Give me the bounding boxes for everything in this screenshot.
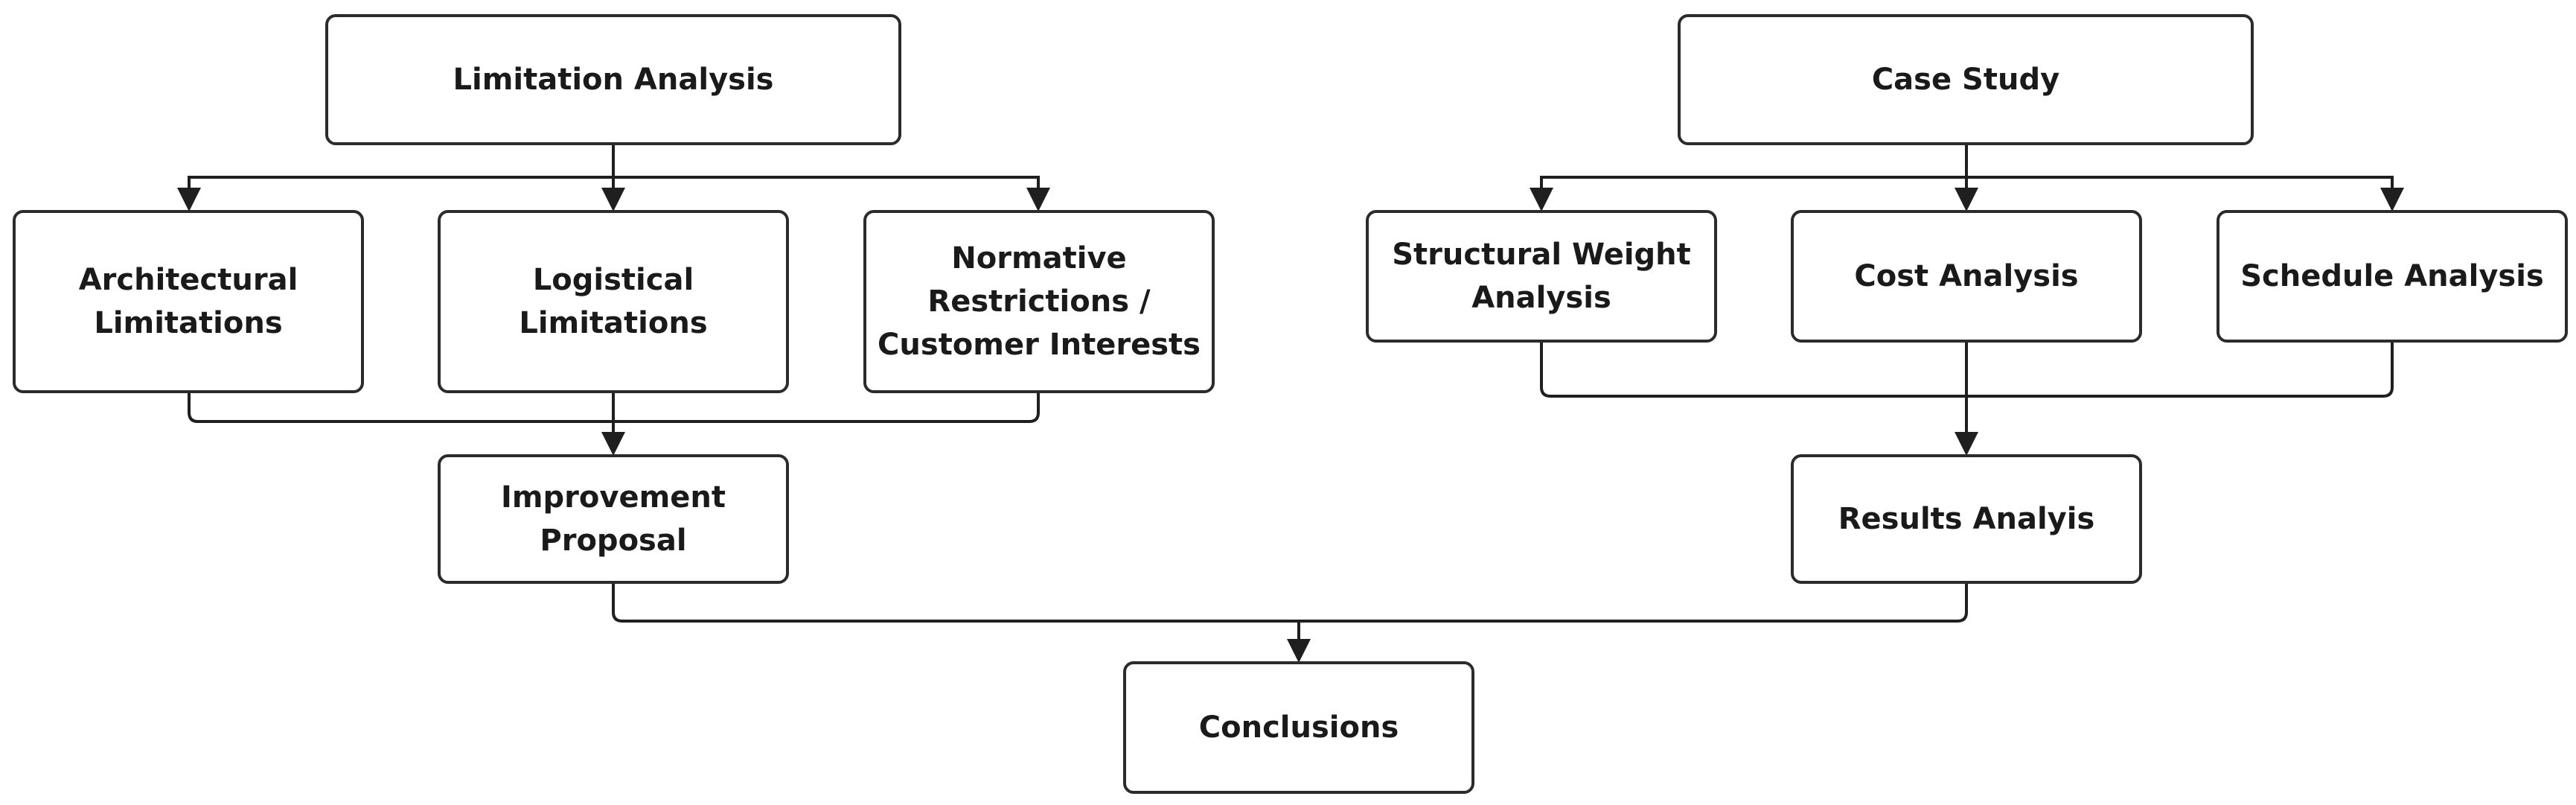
edge-schedule-to-results	[1966, 341, 2394, 398]
node-label: Limitation Analysis	[453, 58, 774, 101]
edge-improvement-to-conclusions	[612, 582, 1299, 623]
node-label-line: Limitations	[519, 306, 708, 340]
node-label-line: Conclusions	[1198, 710, 1399, 745]
node-label: Cost Analysis	[1854, 255, 2078, 298]
node-label: Case Study	[1872, 58, 2059, 101]
node-label-line: Analysis	[1471, 281, 1611, 315]
edge-limitation-to-normative	[613, 176, 1050, 211]
cost-analysis-box: Cost Analysis	[1791, 210, 2142, 343]
node-label-line: Improvement	[500, 480, 726, 515]
limitation-analysis-box: Limitation Analysis	[325, 14, 901, 145]
node-label-line: Case Study	[1871, 63, 2060, 97]
node-label-line: Limitation Analysis	[453, 63, 774, 97]
conclusions-box: Conclusions	[1123, 661, 1474, 794]
node-label-line: Limitations	[94, 306, 283, 340]
edge-architectural-to-improvement	[188, 392, 613, 423]
node-label-line: Restrictions /	[927, 284, 1151, 319]
node-label-line: Schedule Analysis	[2240, 259, 2544, 293]
node-label-line: Cost Analysis	[1854, 259, 2079, 293]
edge-limitation-to-architectural	[177, 144, 615, 211]
node-label-line: Normative	[951, 241, 1127, 276]
edge-case-to-schedule	[1966, 176, 2404, 211]
node-label: Results Analyis	[1838, 497, 2095, 541]
edge-normative-to-improvement	[613, 392, 1040, 423]
node-label: Schedule Analysis	[2240, 255, 2544, 298]
node-label-line: Results Analyis	[1838, 502, 2095, 536]
node-label: Conclusions	[1199, 706, 1399, 749]
edge-case-to-structural	[1530, 144, 1968, 211]
node-label-line: Logistical	[532, 263, 694, 297]
results-analysis-box: Results Analyis	[1791, 454, 2142, 584]
schedule-analysis-box: Schedule Analysis	[2217, 210, 2568, 343]
edge-structural-to-results	[1540, 341, 1966, 398]
node-label-line: Proposal	[540, 524, 687, 558]
node-label-line: Structural Weight	[1392, 238, 1691, 272]
edge-results-to-conclusions	[1299, 582, 1968, 623]
node-label-line: Customer Interests	[878, 328, 1201, 362]
case-study-box: Case Study	[1678, 14, 2254, 145]
node-label-line: Architectural	[78, 263, 298, 297]
